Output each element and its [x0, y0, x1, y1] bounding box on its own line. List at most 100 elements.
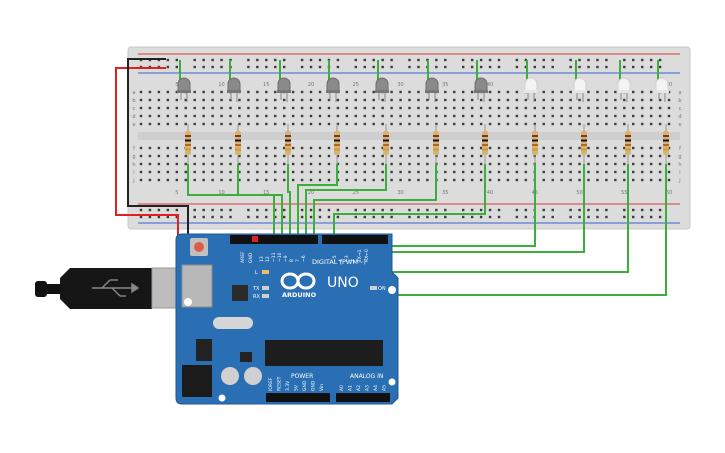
breadboard-hole[interactable]: [453, 98, 456, 102]
rail-hole[interactable]: [596, 215, 599, 219]
rail-hole[interactable]: [524, 215, 528, 219]
breadboard-hole[interactable]: [569, 178, 572, 182]
breadboard-hole[interactable]: [372, 154, 375, 158]
breadboard-hole[interactable]: [551, 178, 554, 182]
rail-hole[interactable]: [605, 215, 608, 219]
rail-hole[interactable]: [488, 215, 492, 219]
rail-hole[interactable]: [632, 65, 635, 69]
breadboard-hole[interactable]: [587, 98, 590, 102]
breadboard-hole[interactable]: [444, 106, 447, 110]
breadboard-hole[interactable]: [372, 170, 375, 174]
breadboard-hole[interactable]: [300, 162, 304, 166]
breadboard-hole[interactable]: [497, 122, 501, 126]
breadboard-hole[interactable]: [211, 170, 214, 174]
breadboard-hole[interactable]: [658, 178, 662, 182]
rail-hole[interactable]: [274, 215, 277, 219]
breadboard-hole[interactable]: [506, 106, 510, 110]
rail-hole[interactable]: [533, 58, 536, 62]
breadboard-hole[interactable]: [238, 114, 241, 118]
breadboard-hole[interactable]: [623, 98, 626, 102]
rail-hole[interactable]: [417, 208, 420, 212]
rail-hole[interactable]: [265, 58, 268, 62]
breadboard-hole[interactable]: [587, 90, 590, 94]
breadboard-hole[interactable]: [166, 114, 170, 118]
rail-hole[interactable]: [408, 208, 411, 212]
rail-hole[interactable]: [623, 208, 626, 212]
breadboard-hole[interactable]: [327, 170, 331, 174]
breadboard-hole[interactable]: [399, 90, 402, 94]
breadboard-hole[interactable]: [488, 154, 492, 158]
breadboard-hole[interactable]: [265, 154, 268, 158]
breadboard-hole[interactable]: [623, 162, 626, 166]
breadboard-hole[interactable]: [506, 162, 510, 166]
breadboard-hole[interactable]: [470, 154, 474, 158]
breadboard-hole[interactable]: [175, 146, 178, 150]
breadboard-hole[interactable]: [139, 98, 143, 102]
breadboard-hole[interactable]: [175, 178, 178, 182]
breadboard-hole[interactable]: [641, 178, 644, 182]
breadboard-hole[interactable]: [211, 90, 214, 94]
breadboard-hole[interactable]: [641, 170, 644, 174]
rail-hole[interactable]: [229, 215, 232, 219]
breadboard-hole[interactable]: [569, 162, 572, 166]
breadboard-hole[interactable]: [605, 178, 608, 182]
breadboard-hole[interactable]: [354, 162, 357, 166]
breadboard-hole[interactable]: [408, 178, 411, 182]
breadboard-hole[interactable]: [632, 178, 635, 182]
digital-header-right[interactable]: [322, 235, 388, 244]
breadboard-hole[interactable]: [363, 170, 366, 174]
rail-hole[interactable]: [211, 208, 214, 212]
breadboard-hole[interactable]: [220, 154, 223, 158]
breadboard-hole[interactable]: [605, 122, 608, 126]
rail-hole[interactable]: [166, 208, 170, 212]
breadboard-hole[interactable]: [641, 90, 644, 94]
breadboard-hole[interactable]: [470, 98, 474, 102]
led-on[interactable]: [617, 77, 631, 93]
led-off[interactable]: [277, 77, 291, 93]
breadboard-hole[interactable]: [641, 106, 644, 110]
rail-hole[interactable]: [632, 215, 635, 219]
breadboard-hole[interactable]: [247, 162, 250, 166]
breadboard-hole[interactable]: [166, 162, 170, 166]
breadboard-hole[interactable]: [336, 106, 340, 110]
breadboard-hole[interactable]: [524, 146, 528, 150]
breadboard-hole[interactable]: [193, 114, 196, 118]
rail-hole[interactable]: [658, 215, 662, 219]
breadboard-hole[interactable]: [444, 178, 447, 182]
breadboard-hole[interactable]: [399, 122, 402, 126]
breadboard-hole[interactable]: [256, 90, 259, 94]
breadboard-hole[interactable]: [479, 122, 483, 126]
breadboard-hole[interactable]: [220, 122, 223, 126]
breadboard-hole[interactable]: [381, 146, 384, 150]
breadboard-hole[interactable]: [605, 114, 608, 118]
breadboard-hole[interactable]: [309, 90, 313, 94]
breadboard-hole[interactable]: [453, 154, 456, 158]
rail-hole[interactable]: [587, 215, 590, 219]
rail-hole[interactable]: [444, 208, 447, 212]
breadboard-hole[interactable]: [399, 162, 402, 166]
breadboard-hole[interactable]: [274, 114, 277, 118]
breadboard-hole[interactable]: [309, 114, 313, 118]
breadboard-hole[interactable]: [649, 98, 653, 102]
rail-hole[interactable]: [372, 65, 375, 69]
breadboard-hole[interactable]: [291, 170, 295, 174]
breadboard-hole[interactable]: [641, 98, 644, 102]
breadboard-hole[interactable]: [309, 170, 313, 174]
breadboard-hole[interactable]: [390, 146, 393, 150]
breadboard-hole[interactable]: [327, 106, 331, 110]
rail-hole[interactable]: [417, 215, 420, 219]
breadboard-hole[interactable]: [470, 122, 474, 126]
rail-hole[interactable]: [605, 208, 608, 212]
breadboard-hole[interactable]: [506, 146, 510, 150]
breadboard-hole[interactable]: [229, 114, 232, 118]
breadboard-hole[interactable]: [211, 98, 214, 102]
breadboard-hole[interactable]: [497, 106, 501, 110]
breadboard-hole[interactable]: [515, 154, 519, 158]
breadboard-hole[interactable]: [318, 90, 322, 94]
breadboard-hole[interactable]: [247, 122, 250, 126]
breadboard-hole[interactable]: [551, 146, 554, 150]
breadboard-hole[interactable]: [372, 122, 375, 126]
rail-hole[interactable]: [542, 58, 545, 62]
breadboard-hole[interactable]: [658, 106, 662, 110]
rail-hole[interactable]: [533, 65, 536, 69]
